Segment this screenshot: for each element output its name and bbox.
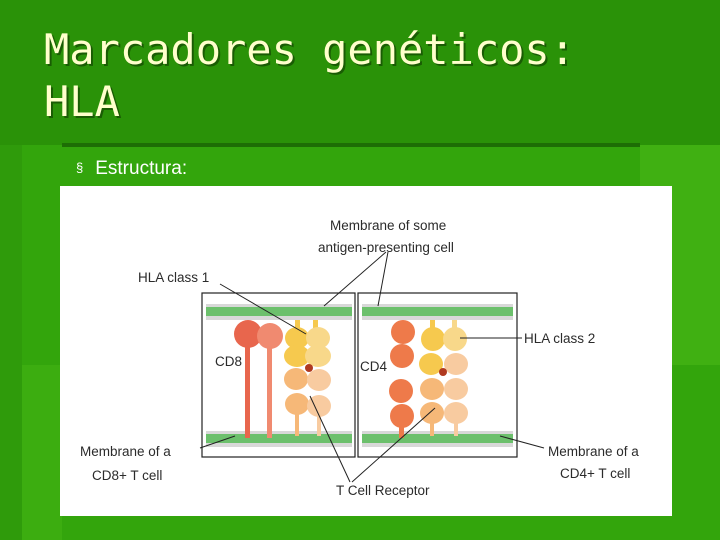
cd8-molecule bbox=[234, 320, 283, 438]
hla-class2-molecule bbox=[419, 320, 468, 436]
leader-lines bbox=[199, 251, 545, 483]
label-cd8-membrane-line1: Membrane of a bbox=[80, 444, 171, 459]
label-cd4: CD4 bbox=[360, 359, 387, 374]
label-hla-class2: HLA class 2 bbox=[524, 331, 595, 346]
label-cd8: CD8 bbox=[215, 354, 242, 369]
background-top bbox=[0, 0, 720, 145]
title-divider bbox=[62, 143, 640, 147]
bullet-text: Estructura: bbox=[95, 158, 188, 179]
label-t-cell-receptor: T Cell Receptor bbox=[336, 483, 430, 498]
label-cd4-membrane-line1: Membrane of a bbox=[548, 444, 639, 459]
hla-structure-figure: Membrane of some antigen-presenting cell… bbox=[60, 186, 672, 516]
hla-diagram: Membrane of some antigen-presenting cell… bbox=[80, 218, 639, 498]
label-cd4-membrane-line2: CD4+ T cell bbox=[560, 466, 630, 481]
t-cell-receptor-molecule bbox=[389, 320, 415, 438]
title-line-1: Marcadores genéticos: bbox=[44, 25, 576, 74]
hla-class1-molecule bbox=[284, 320, 331, 436]
label-apc-membrane-line1: Membrane of some bbox=[330, 218, 446, 233]
slide-title: Marcadores genéticos: HLA bbox=[44, 24, 575, 128]
apc-membrane bbox=[206, 304, 513, 320]
label-cd8-membrane-line2: CD8+ T cell bbox=[92, 468, 162, 483]
square-bullet-icon: § bbox=[76, 160, 84, 175]
title-line-2: HLA bbox=[44, 77, 120, 126]
label-apc-membrane-line2: antigen-presenting cell bbox=[318, 240, 454, 255]
background-accent bbox=[22, 365, 62, 540]
bullet-item: § Estructura: bbox=[76, 158, 187, 180]
cd4-interaction-box bbox=[357, 292, 518, 458]
label-hla-class1: HLA class 1 bbox=[138, 270, 209, 285]
